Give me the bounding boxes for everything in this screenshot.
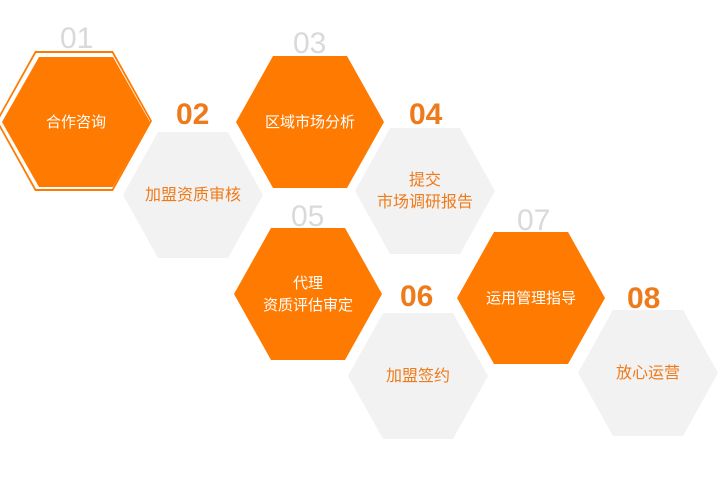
step-2-label: 加盟资质审核 [144,185,241,204]
step-2-hexagon[interactable]: 加盟资质审核 [123,132,263,258]
step-4-hexagon[interactable]: 提交 市场调研报告 [355,128,495,254]
step-3-number: 03 [293,27,327,60]
step-2-number: 02 [176,98,210,131]
step-7-number: 07 [517,204,551,237]
step-5-hexagon[interactable]: 代理 资质评估审定 [234,228,382,360]
step-6-label: 加盟签约 [385,366,450,385]
step-8-label: 放心运营 [615,363,680,382]
step-8-hexagon[interactable]: 放心运营 [578,310,718,436]
step-5-label: 代理 资质评估审定 [263,272,353,316]
step-8-number: 08 [627,282,661,315]
step-5-label-line-1: 代理 [292,274,323,292]
step-4-label-line-2: 市场调研报告 [376,192,473,211]
step-1-label: 合作咨询 [45,113,106,131]
step-6-hexagon[interactable]: 加盟签约 [348,313,488,439]
step-3-hexagon[interactable]: 区域市场分析 [236,56,384,188]
step-4-label-line-1: 提交 [408,170,441,189]
step-1-number: 01 [60,22,94,55]
step-4-number: 04 [409,98,443,131]
step-5-number: 05 [291,200,325,233]
step-6-number: 06 [400,280,434,313]
step-3-label: 区域市场分析 [264,113,355,131]
step-7-label: 运用管理指导 [485,289,576,307]
step-5-label-line-2: 资质评估审定 [262,296,353,314]
step-4-label: 提交 市场调研报告 [377,169,473,213]
step-7-hexagon[interactable]: 运用管理指导 [457,232,605,364]
